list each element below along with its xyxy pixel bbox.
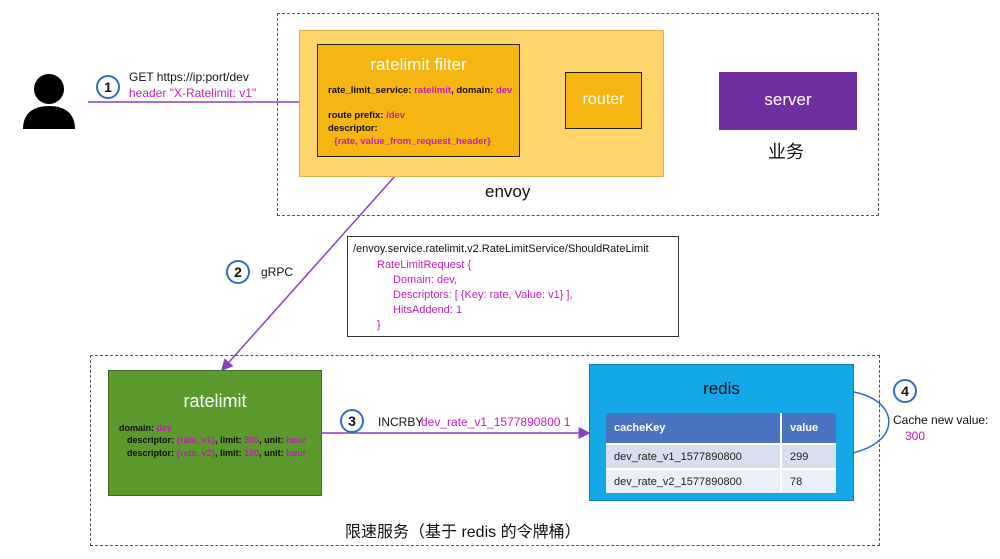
grpc-line-4: HitsAddend: 1 xyxy=(393,304,463,316)
router-box: router xyxy=(565,72,642,129)
grpc-label: gRPC xyxy=(261,265,294,279)
table-row: dev_rate_v1_1577890800 299 xyxy=(606,443,836,468)
cache-value-cell: 78 xyxy=(782,468,836,493)
cache-value-cell: 299 xyxy=(782,443,836,468)
table-row: dev_rate_v2_1577890800 78 xyxy=(606,468,836,493)
server-box: server xyxy=(719,72,857,130)
grpc-line-1: RateLimitRequest { xyxy=(377,259,472,271)
step-1-badge: 1 xyxy=(96,75,120,99)
grpc-method-path: /envoy.service.ratelimit.v2.RateLimitSer… xyxy=(353,243,649,255)
envoy-container xyxy=(277,13,879,216)
filter-service-line: rate_limit_service: ratelimit, domain: d… xyxy=(328,85,513,96)
ratelimit-service-box: ratelimit domain: dev descriptor: {rate,… xyxy=(108,370,322,496)
request-header: header "X-Ratelimit: v1" xyxy=(129,86,257,100)
cache-key-cell: dev_rate_v1_1577890800 xyxy=(606,443,782,468)
column-header-value: value xyxy=(782,413,836,443)
step-3-badge: 3 xyxy=(340,409,364,433)
business-label: 业务 xyxy=(768,142,804,162)
ratelimit-service-container xyxy=(90,355,880,546)
ratelimit-service-caption: 限速服务（基于 redis 的令牌桶） xyxy=(345,524,581,541)
ratelimit-title: ratelimit xyxy=(183,391,247,411)
router-label: router xyxy=(582,91,625,108)
filter-prefix-line: route prefix: /dev xyxy=(328,110,406,121)
server-label: server xyxy=(764,90,812,109)
cache-new-value-label: Cache new value: xyxy=(893,413,989,427)
step-4-badge: 4 xyxy=(893,379,917,403)
grpc-request-box: /envoy.service.ratelimit.v2.RateLimitSer… xyxy=(347,236,679,337)
cache-key-cell: dev_rate_v2_1577890800 xyxy=(606,468,782,493)
request-line: GET https://ip:port/dev xyxy=(129,70,249,84)
grpc-line-2: Domain: dev, xyxy=(393,274,457,286)
incrby-command: INCRBY xyxy=(378,415,424,429)
ratelimit-filter-title: ratelimit filter xyxy=(370,55,467,74)
grpc-line-3: Descriptors: [ {Key: rate, Value: v1} ], xyxy=(393,289,573,301)
incrby-key: dev_rate_v1_1577890800 1 xyxy=(421,415,571,429)
grpc-arrow xyxy=(221,156,413,372)
step-2-badge: 2 xyxy=(226,260,250,284)
envoy-label: envoy xyxy=(485,182,531,201)
column-header-cachekey: cacheKey xyxy=(606,413,782,443)
filter-descriptor-value: {rate, value_from_request_header} xyxy=(334,136,491,147)
ratelimit-domain-line: domain: dev xyxy=(119,423,173,433)
redis-table: cacheKey value dev_rate_v1_1577890800 29… xyxy=(606,413,836,493)
descriptor-line-1: descriptor: {rate, v1}, limit: 300, unit… xyxy=(127,435,307,445)
grpc-line-5: } xyxy=(377,319,381,331)
filter-descriptor-label: descriptor: xyxy=(328,123,378,134)
ratelimit-filter-box: ratelimit filter rate_limit_service: rat… xyxy=(317,44,520,157)
redis-box: redis cacheKey value dev_rate_v1_1577890… xyxy=(589,364,854,501)
cache-new-value: 300 xyxy=(905,429,926,443)
redis-title: redis xyxy=(703,379,740,398)
descriptor-line-2: descriptor: {rate, v2}, limit: 100, unit… xyxy=(127,448,307,458)
user-icon xyxy=(23,74,75,129)
